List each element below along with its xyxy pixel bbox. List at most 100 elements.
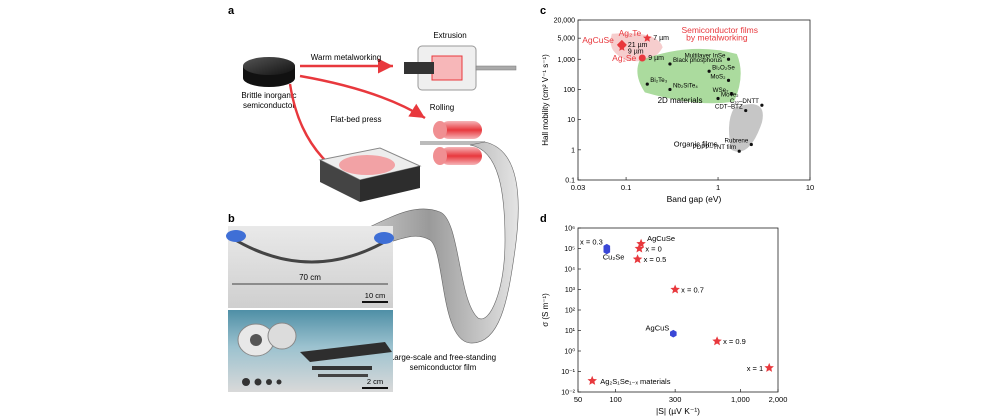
x-axis-label: |S| (µV K⁻¹) [656,406,700,416]
panel-letter-d: d [540,213,547,225]
photo-top: 70 cm 10 cm [226,226,394,308]
x-tick-label: 1,000 [731,395,750,404]
y-tick-label: 100 [563,87,575,94]
glove-right [374,232,394,244]
material-point-label: Rubrene [725,138,749,145]
panel-letter-a: a [228,5,235,17]
y-tick-label: 10⁴ [564,267,575,274]
star-point [632,254,643,264]
y-tick-label: 1,000 [557,57,575,64]
material-point-label: Nb₂SiTe₄ [673,82,698,89]
y-tick-label: 10¹ [565,328,576,335]
panel-letter-b: b [228,213,235,225]
panel-b: b 70 cm 10 cm 2 cm [226,213,394,392]
material-point [737,149,741,153]
y-tick-label: 10 [567,117,575,124]
material-point [729,92,734,96]
y-tick-label: 10⁵ [564,246,575,253]
legend-label: Ag₂S₁Se₁₋ₓ materials [600,377,671,386]
twod-region [637,48,741,104]
material-point-label: Black phosphorus [673,57,722,64]
film-label-line2: semiconductor film [410,363,477,372]
x-tick-label: 0.1 [621,183,631,192]
metalworking-point-note: 9 µm [628,48,644,55]
extrusion-die [404,45,517,91]
y-tick-label: 10⁻² [561,390,575,397]
star-point-label: x = 0.9 [723,337,746,346]
y-tick-label: 1 [571,147,575,154]
material-point-label: Bi₂Te₃ [650,77,667,84]
material-point [668,62,672,66]
panel-letter-c: c [540,5,546,17]
y-tick-label: 10⁶ [564,226,575,233]
x-tick-label: 0.03 [571,183,586,192]
star-point-label: x = 0 [645,245,661,254]
y-tick-label: 10⁻¹ [561,369,575,376]
star-point-label: x = 0.5 [644,255,667,264]
star-point-label: x = 0.7 [681,286,704,295]
y-tick-label: 5,000 [557,36,575,43]
material-point [668,87,672,92]
region-label-organic: Organic films [674,139,718,148]
source-label-line1: Brittle inorganic [241,91,296,100]
star-point [764,362,774,372]
star-point-label: x = 1 [747,364,763,373]
star-point [712,336,722,346]
hex-point-label: AgCuS [646,324,670,333]
hex-point [670,329,677,338]
star-point [636,238,646,248]
hex-point-label: Cu₂Se [603,252,625,261]
metalworking-point-label: Ag₂Se [612,53,636,63]
extrusion-label: Extrusion [433,31,466,40]
material-point [749,142,753,147]
semiconductor-disk [243,57,295,87]
material-point-label: WSe₂ [713,87,729,94]
material-point [707,69,711,73]
material-point [645,82,649,86]
metalworking-point [643,33,652,42]
material-point-label: MoS₂ [710,73,726,80]
rolling-mill [420,121,485,165]
metalworking-point [617,42,627,51]
organic-region [728,104,763,152]
hex-point-label: x = 0.3 [580,238,603,247]
x-axis-label: Band gap (eV) [667,194,722,204]
warm-metalworking-label: Warm metalworking [311,53,381,62]
x-tick-label: 10 [806,183,814,192]
length-label: 70 cm [299,273,321,282]
x-tick-label: 300 [669,395,682,404]
annotation-line1: Semiconductor films [681,25,758,35]
material-point-label: CDT–BTZ [715,104,743,111]
material-point [744,108,748,113]
film-label-line1: Large-scale and free-standing [390,353,496,362]
hex-point [603,246,611,255]
material-point [716,96,720,101]
legend-star [587,375,597,385]
y-tick-label: 20,000 [554,18,576,25]
press-label: Flat-bed press [330,115,381,124]
source-label-line2: semiconductor [243,101,295,110]
y-axis-label: Hall mobility (cm² V⁻¹ s⁻¹) [541,54,550,146]
y-axis-label: σ (S m⁻¹) [541,293,550,327]
material-point [726,78,731,82]
material-point-label: PDPP–TNT film [693,144,737,151]
metalworking-point-note: 9 µm [648,55,664,62]
star-point-label: AgCuSe [647,234,675,243]
metalworking-point-label: AgCuSe [582,35,614,45]
x-tick-label: 50 [574,395,582,404]
y-tick-label: 10⁰ [564,348,575,356]
star-point [670,284,680,294]
arrow-rolling [299,74,426,120]
metalworking-region [610,33,663,62]
scale-label-bottom: 2 cm [367,377,383,386]
metalworking-point-note: 21 µm [628,42,648,49]
annotation-line2: by metalworking [686,32,748,42]
scale-label-top: 10 cm [365,291,385,300]
flat-bed-press [318,147,422,202]
y-tick-label: 10³ [565,287,576,294]
y-tick-label: 0.1 [565,178,575,185]
material-point [726,57,731,61]
